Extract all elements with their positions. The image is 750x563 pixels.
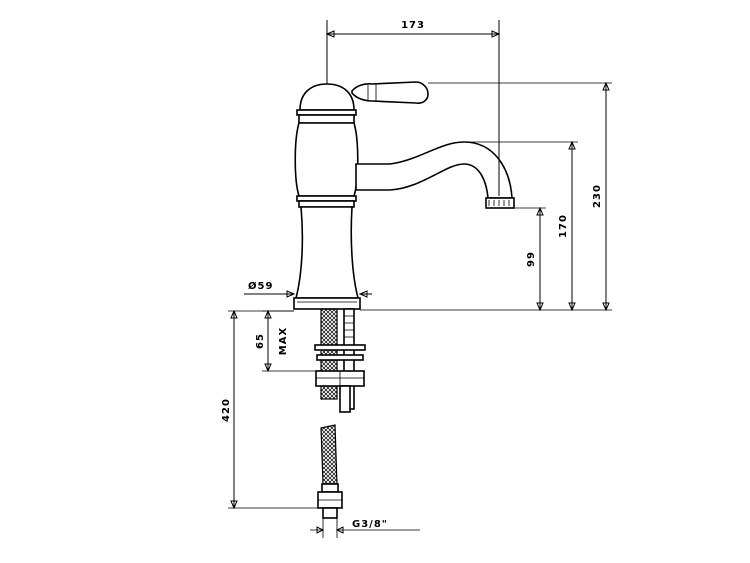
dim-hose-length: 420: [221, 398, 232, 422]
dimension-lines: [228, 20, 612, 538]
faucet-body: [293, 81, 515, 310]
lever-handle: [351, 81, 429, 104]
dim-total-height: 230: [592, 184, 603, 208]
dim-outlet-height: 99: [526, 251, 537, 267]
dim-spout-reach: 173: [401, 20, 425, 31]
lower-body: [294, 206, 360, 299]
spout: [355, 141, 513, 199]
braided-hose-lower: [320, 424, 338, 485]
dim-spout-height: 170: [558, 214, 569, 238]
dim-max-deck: 65: [255, 333, 266, 349]
dim-connection: G3/8": [352, 519, 388, 530]
dim-max-deck-suffix: MAX: [278, 327, 289, 355]
aerator: [485, 197, 515, 209]
dim-base-diameter: Ø59: [248, 280, 273, 292]
upper-barrel: [294, 122, 359, 197]
under-deck-assembly: [314, 308, 366, 519]
dome-cap: [299, 83, 355, 111]
